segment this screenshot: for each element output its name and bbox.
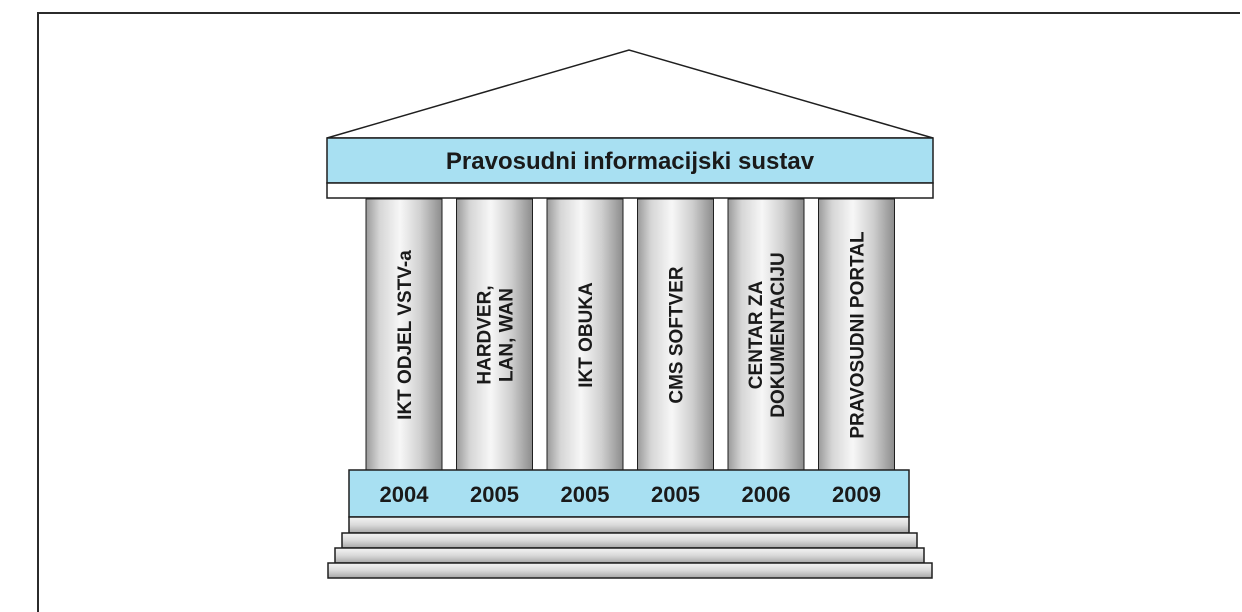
pillar-label: DOKUMENTACIJU [768,252,789,417]
pillar [727,198,805,471]
year-label: 2005 [561,482,610,507]
year-label: 2006 [742,482,791,507]
pillar [365,198,443,471]
pillar [818,198,895,471]
title-band [326,137,934,184]
pillar-label: LAN, WAN [497,288,518,382]
architrave [326,182,934,199]
step-2 [341,532,918,549]
step-4 [327,562,933,579]
roof [326,49,934,139]
pillar-label: PRAVOSUDNI PORTAL [848,231,869,439]
pillar-label: IKT ODJEL VSTV-a [395,250,416,420]
year-label: 2005 [470,482,519,507]
pillars: IKT ODJEL VSTV-a HARDVER,LAN, WAN IKT OBUK… [365,198,895,471]
pillar-label: CMS SOFTVER [667,266,688,404]
figure-frame [37,12,1240,612]
year-band [348,469,910,518]
year-label: 2005 [651,482,700,507]
pillar-label: HARDVER, [475,285,496,384]
step-3 [334,547,925,564]
year-label: 2009 [832,482,881,507]
pillar [637,198,714,471]
year-label: 2004 [380,482,430,507]
pillar-label: CENTAR ZA [746,281,767,390]
system-title: Pravosudni informacijski sustav [446,148,815,175]
step-1 [348,516,910,534]
year-labels: 2004 2005 2005 2005 2006 2009 [380,482,881,507]
pillar [546,198,624,471]
pillar-label: IKT OBUKA [576,282,597,388]
